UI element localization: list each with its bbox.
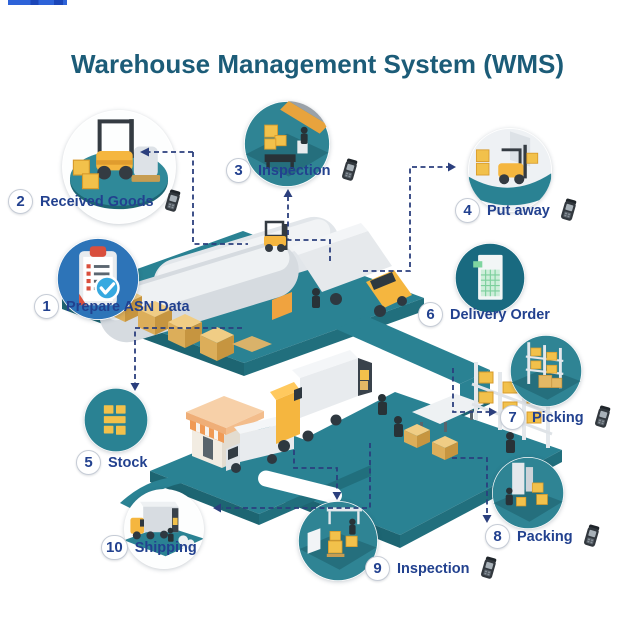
- prepare-asn-medallion: [57, 238, 139, 320]
- stock-medallion: [84, 388, 148, 452]
- put-away-medallion: [468, 128, 552, 212]
- step-stock: 5 Stock: [76, 450, 148, 475]
- packing-station-icon: [492, 457, 564, 529]
- step-label: Received Goods: [40, 193, 154, 210]
- step-label: Inspection: [258, 162, 331, 179]
- shipping-medallion: [124, 489, 204, 569]
- handheld-scanner-icon: [594, 405, 610, 428]
- outbound-inspection-medallion: [298, 501, 378, 581]
- step-label: Picking: [532, 409, 584, 426]
- step-delivery-order: 6 Delivery Order: [418, 302, 550, 327]
- step-number-badge: 4: [455, 198, 480, 223]
- received-goods-medallion: [62, 110, 176, 224]
- step-label: Shipping: [134, 539, 197, 556]
- step-label: Stock: [108, 454, 148, 471]
- handheld-scanner-icon: [560, 198, 577, 221]
- outbound-inspection-icon: [298, 501, 378, 581]
- step-number-badge: 10: [101, 535, 128, 560]
- packing-medallion: [492, 457, 564, 529]
- step-prepare-asn-data: 1 Prepare ASN Data: [34, 294, 190, 319]
- picking-medallion: [510, 335, 582, 407]
- step-number-badge: 9: [365, 556, 390, 581]
- handheld-scanner-icon: [583, 524, 599, 547]
- step-inspection-inbound: 3 Inspection: [226, 157, 360, 184]
- handheld-scanner-icon: [341, 158, 357, 181]
- handheld-scanner-icon: [164, 189, 180, 212]
- step-label: Put away: [487, 202, 550, 219]
- step-label: Prepare ASN Data: [66, 298, 190, 315]
- step-picking: 7 Picking: [500, 404, 613, 431]
- delivery-order-document-icon: [455, 243, 525, 313]
- delivery-order-medallion: [455, 243, 525, 313]
- stock-blocks-icon: [84, 388, 148, 452]
- clipboard-check-icon: [57, 238, 139, 320]
- step-number-badge: 1: [34, 294, 59, 319]
- step-number-badge: 6: [418, 302, 443, 327]
- step-received-goods: 2 Received Goods: [8, 188, 183, 215]
- inspection-medallion: [244, 101, 330, 187]
- step-put-away: 4 Put away: [455, 197, 579, 224]
- rack-picking-icon: [510, 335, 582, 407]
- step-label: Packing: [517, 528, 573, 545]
- step-packing: 8 Packing: [485, 523, 602, 550]
- step-number-badge: 5: [76, 450, 101, 475]
- forklift-unloading-icon: [63, 111, 175, 223]
- step-inspection-outbound: 9 Inspection: [365, 555, 499, 582]
- step-number-badge: 7: [500, 405, 525, 430]
- step-number-badge: 2: [8, 189, 33, 214]
- outbound-truck: [270, 350, 387, 452]
- step-label: Delivery Order: [450, 306, 550, 323]
- truck-loading-icon: [124, 489, 204, 569]
- step-number-badge: 8: [485, 524, 510, 549]
- dock-forklift: [264, 220, 288, 252]
- inbound-inspection-icon: [244, 101, 330, 187]
- cropped-watermark-fragment: [8, 0, 67, 5]
- step-label: Inspection: [397, 560, 470, 577]
- forklift-putaway-icon: [468, 128, 552, 212]
- step-number-badge: 3: [226, 158, 251, 183]
- step-shipping: 10 Shipping: [101, 535, 197, 560]
- page-title: Warehouse Management System (WMS): [70, 49, 565, 79]
- handheld-scanner-icon: [480, 556, 496, 579]
